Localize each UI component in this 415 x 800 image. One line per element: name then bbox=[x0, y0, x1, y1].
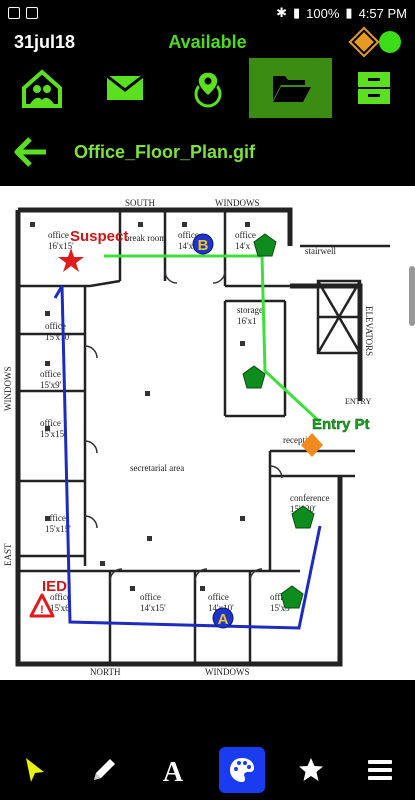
room-label: office bbox=[40, 369, 61, 379]
tab-map[interactable] bbox=[166, 58, 249, 118]
room-label: office bbox=[50, 592, 71, 602]
storage-size: 16'x1 bbox=[237, 316, 257, 326]
star-icon bbox=[299, 758, 324, 781]
pentagon-marker-icon[interactable] bbox=[253, 233, 277, 257]
contacts-icon bbox=[21, 69, 62, 108]
tab-cabinet[interactable] bbox=[332, 58, 415, 118]
app-header: 31jul18 Available bbox=[0, 26, 415, 58]
floor-plan-view[interactable]: SOUTH WINDOWS NORTH WINDOWS WINDOWS EAST… bbox=[0, 186, 415, 680]
status-dot-icon[interactable] bbox=[379, 31, 401, 53]
room-size: 14'x15' bbox=[140, 603, 166, 613]
green-route-path[interactable] bbox=[104, 254, 322, 424]
scroll-handle[interactable] bbox=[409, 266, 415, 326]
room-label: office bbox=[235, 230, 256, 240]
reception-label: reception bbox=[283, 435, 317, 445]
room-size: 15'x15' bbox=[40, 429, 66, 439]
tab-contacts[interactable] bbox=[0, 58, 83, 118]
room-size: 14'x bbox=[178, 241, 194, 251]
palette-icon bbox=[230, 758, 255, 782]
menu-button[interactable] bbox=[357, 747, 403, 793]
battery-icon: ▮ bbox=[345, 5, 353, 20]
room-size: 15'x15' bbox=[45, 524, 71, 534]
file-cabinet-icon bbox=[357, 72, 390, 104]
pentagon-marker-icon[interactable] bbox=[291, 505, 315, 529]
tab-files[interactable] bbox=[249, 58, 332, 118]
room-label: office bbox=[48, 230, 69, 240]
room-label: office bbox=[45, 513, 66, 523]
stairwell-label: stairwell bbox=[305, 246, 336, 256]
room-size: 15'x5' bbox=[270, 603, 292, 613]
windows-bottom-label: WINDOWS bbox=[205, 667, 250, 677]
menu-icon bbox=[368, 760, 393, 780]
windows-left-label: WINDOWS bbox=[3, 367, 13, 412]
room-size: 15'x9' bbox=[40, 380, 62, 390]
main-tabs bbox=[0, 58, 415, 118]
room-size: 15'x6' bbox=[50, 603, 72, 613]
back-arrow-icon[interactable] bbox=[14, 135, 48, 169]
room-label: office bbox=[208, 592, 229, 602]
tab-messages[interactable] bbox=[83, 58, 166, 118]
pentagon-marker-icon[interactable] bbox=[242, 365, 266, 389]
entry-point-label: Entry Pt bbox=[312, 416, 370, 433]
marker-b-label: B bbox=[198, 237, 209, 254]
windows-top-label: WINDOWS bbox=[215, 198, 260, 208]
suspect-star-icon[interactable] bbox=[58, 248, 84, 272]
blue-route-path[interactable] bbox=[60, 285, 322, 630]
storage-label: storage bbox=[237, 305, 263, 315]
battery-percent: 100% bbox=[306, 5, 340, 21]
select-tool-button[interactable] bbox=[12, 747, 58, 793]
south-label: SOUTH bbox=[125, 198, 156, 208]
signal-icon: ▮ bbox=[293, 5, 301, 20]
file-name: Office_Floor_Plan.gif bbox=[74, 141, 256, 162]
marker-b-icon[interactable] bbox=[192, 233, 214, 255]
entry-label: ENTRY bbox=[345, 397, 371, 406]
room-size: 14'x bbox=[235, 241, 251, 251]
break-room-label: break room bbox=[125, 233, 166, 243]
envelope-icon bbox=[105, 74, 144, 100]
pentagon-marker-icon[interactable] bbox=[280, 585, 304, 609]
alert-diamond-icon[interactable] bbox=[348, 26, 380, 58]
clock: 4:57 PM bbox=[358, 5, 407, 21]
photo-notification-icon bbox=[8, 7, 20, 19]
date-label: 31jul18 bbox=[14, 31, 76, 52]
annotation-toolbar: A bbox=[0, 740, 415, 800]
secretarial-label: secretarial area bbox=[130, 463, 184, 473]
north-label: NORTH bbox=[90, 667, 121, 677]
bluetooth-icon: ✱ bbox=[276, 5, 288, 20]
marker-a-label: A bbox=[218, 611, 229, 628]
room-label: office bbox=[45, 321, 66, 331]
ied-label: IED bbox=[42, 578, 67, 595]
ied-warning-icon[interactable] bbox=[29, 593, 55, 618]
text-icon: A bbox=[163, 757, 184, 785]
select-arrow-icon bbox=[25, 758, 44, 782]
room-label: office bbox=[40, 418, 61, 428]
file-title-bar: Office_Floor_Plan.gif bbox=[0, 118, 415, 186]
pencil-tool-button[interactable] bbox=[81, 747, 127, 793]
svg-text:A: A bbox=[163, 757, 184, 785]
conference-label: conference bbox=[290, 493, 329, 503]
text-tool-button[interactable]: A bbox=[150, 747, 196, 793]
suspect-label: Suspect bbox=[70, 228, 128, 245]
floor-plan-image[interactable]: SOUTH WINDOWS NORTH WINDOWS WINDOWS EAST… bbox=[0, 186, 415, 680]
svg-text:!: ! bbox=[40, 604, 44, 616]
room-label: office bbox=[140, 592, 161, 602]
east-label: EAST bbox=[3, 543, 13, 566]
marker-a-icon[interactable] bbox=[212, 607, 234, 629]
room-size: 16'x15' bbox=[48, 241, 74, 251]
entry-point-diamond-icon[interactable] bbox=[301, 433, 323, 457]
elevators-label: ELEVATORS bbox=[364, 306, 374, 356]
map-pin-icon bbox=[194, 71, 221, 108]
room-label: office bbox=[178, 230, 199, 240]
room-size: 15'x10' bbox=[45, 332, 71, 342]
palette-tool-button[interactable] bbox=[219, 747, 266, 793]
status-bar: ✱ ▮ 100% ▮ 4:57 PM bbox=[0, 0, 415, 26]
pencil-icon bbox=[93, 759, 115, 780]
room-label: office bbox=[270, 592, 291, 602]
star-tool-button[interactable] bbox=[288, 747, 334, 793]
folder-open-icon bbox=[272, 76, 311, 102]
mail-notification-icon bbox=[26, 7, 38, 19]
